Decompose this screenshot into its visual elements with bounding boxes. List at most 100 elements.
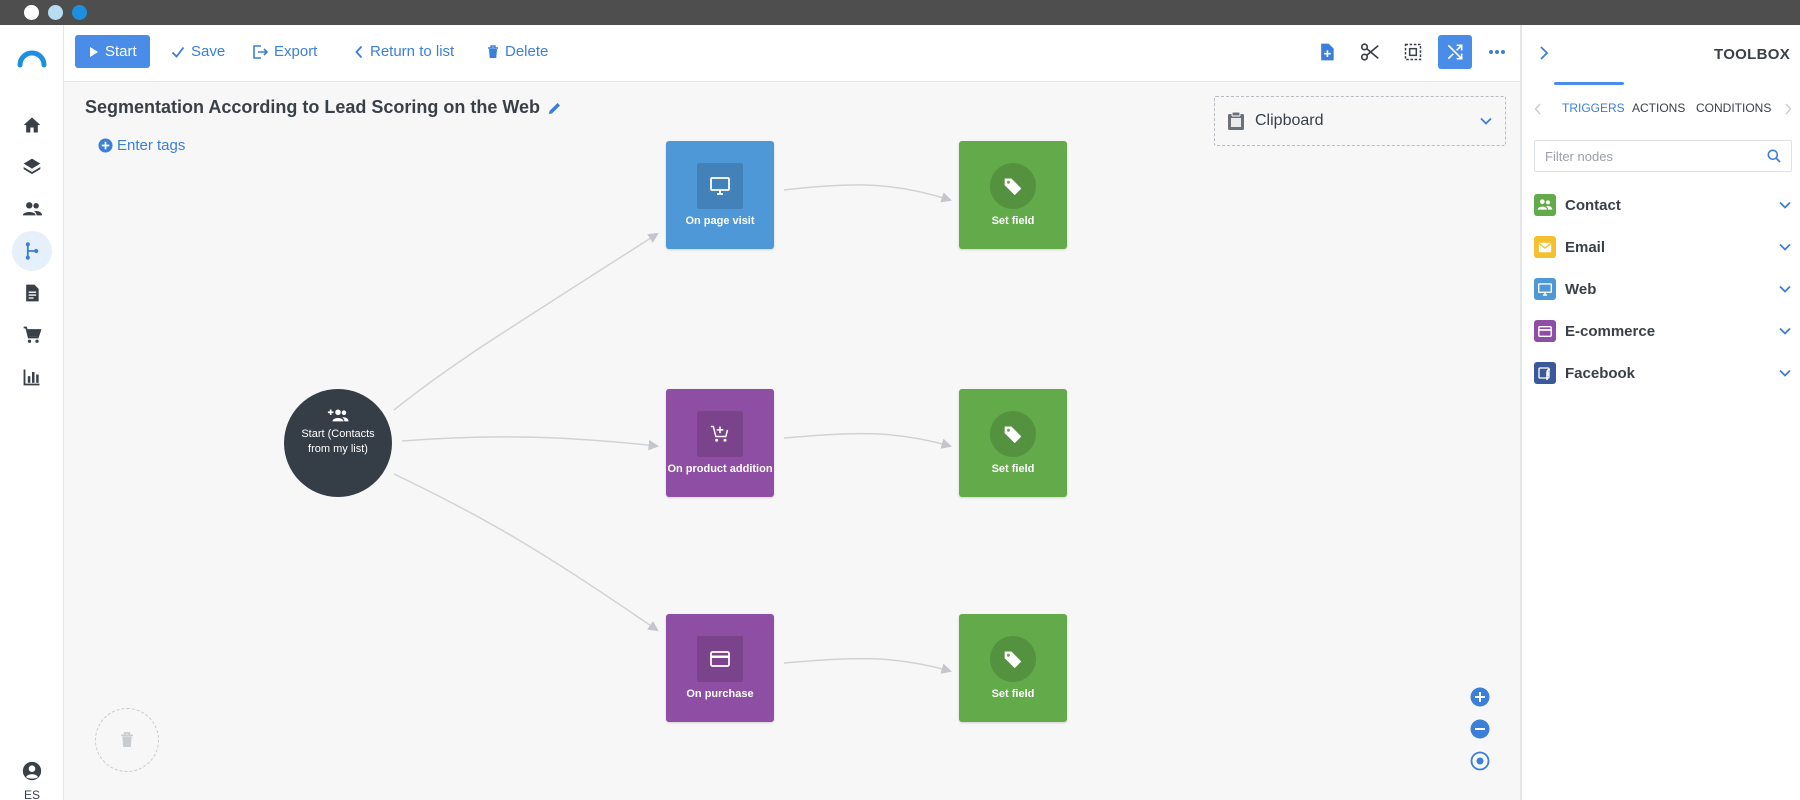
tabs-scroll-left[interactable] <box>1534 102 1542 120</box>
flow-title[interactable]: Segmentation According to Lead Scoring o… <box>85 97 562 118</box>
tab-triggers[interactable]: TRIGGERS <box>1562 101 1625 115</box>
cart-icon <box>23 326 42 343</box>
editor-toolbar: Start Save Export Return to list Delete <box>64 25 1520 82</box>
zoom-out-button[interactable] <box>1469 718 1491 740</box>
tab-conditions[interactable]: CONDITIONS <box>1696 101 1772 115</box>
tabs-scroll-right[interactable] <box>1784 102 1792 120</box>
trigger-node-purchase[interactable]: On purchase <box>666 614 774 722</box>
sidebar-item-campaigns[interactable] <box>12 147 52 187</box>
enter-tags-link[interactable]: Enter tags <box>98 137 185 154</box>
more-options-button[interactable] <box>1480 35 1514 69</box>
action-node-set-field-1[interactable]: Set field <box>959 141 1067 249</box>
window-close-dot[interactable] <box>24 5 39 20</box>
add-node-button[interactable] <box>1310 35 1344 69</box>
edge-purchase-to-set-field <box>783 657 953 674</box>
layers-icon <box>23 158 41 175</box>
edge-start-to-page-visit <box>393 232 659 411</box>
play-icon <box>90 46 98 57</box>
chevron-down-icon <box>1779 243 1791 251</box>
tag-icon <box>1004 651 1022 669</box>
clipboard-panel[interactable]: Clipboard <box>1214 96 1506 146</box>
credit-card-icon <box>1534 320 1556 342</box>
center-view-button[interactable] <box>1469 750 1491 772</box>
window-maximize-dot[interactable] <box>72 5 87 20</box>
add-group-icon <box>327 409 349 422</box>
check-icon <box>171 46 185 58</box>
trigger-node-page-visit[interactable]: On page visit <box>666 141 774 249</box>
add-node-icon <box>1321 43 1334 61</box>
center-icon <box>1470 751 1490 771</box>
start-node[interactable]: Start (Contacts from my list) <box>284 389 392 497</box>
return-to-list-button[interactable]: Return to list <box>354 35 454 68</box>
node-label: Set field <box>991 215 1035 227</box>
window-titlebar <box>0 0 1800 25</box>
node-label: On product addition <box>667 463 773 475</box>
category-facebook[interactable]: Facebook <box>1534 358 1792 388</box>
edge-start-to-purchase <box>393 473 659 632</box>
select-all-button[interactable] <box>1396 35 1430 69</box>
delete-button[interactable]: Delete <box>487 35 548 68</box>
trash-dropzone[interactable] <box>95 708 159 772</box>
toolbox-title: TOOLBOX <box>1714 46 1790 63</box>
sidebar-item-reports[interactable] <box>12 357 52 397</box>
account-circle-icon <box>22 761 42 781</box>
tab-actions[interactable]: ACTIONS <box>1632 101 1686 115</box>
auto-layout-button[interactable] <box>1438 35 1472 69</box>
node-label: On page visit <box>685 215 755 227</box>
tag-icon <box>1004 426 1022 444</box>
chevron-down-icon <box>1779 201 1791 209</box>
cut-button[interactable] <box>1353 35 1387 69</box>
monitor-icon <box>1534 278 1556 300</box>
cart-add-icon <box>710 425 729 442</box>
home-icon <box>23 117 41 133</box>
clipboard-icon <box>1228 111 1244 130</box>
tag-icon <box>1004 178 1022 196</box>
category-label: E-commerce <box>1565 322 1656 340</box>
zoom-in-button[interactable] <box>1469 686 1491 708</box>
bar-chart-icon <box>23 369 40 386</box>
sidebar-item-automation[interactable] <box>12 231 52 271</box>
category-email[interactable]: Email <box>1534 232 1792 262</box>
window-minimize-dot[interactable] <box>48 5 63 20</box>
action-node-set-field-2[interactable]: Set field <box>959 389 1067 497</box>
search-icon[interactable] <box>1767 149 1781 163</box>
save-button[interactable]: Save <box>171 35 225 68</box>
category-ecommerce[interactable]: E-commerce <box>1534 316 1792 346</box>
sidebar-item-contacts[interactable] <box>12 189 52 229</box>
export-button[interactable]: Export <box>252 35 317 68</box>
sidebar-item-ecommerce[interactable] <box>12 315 52 355</box>
envelope-icon <box>1534 236 1556 258</box>
start-button[interactable]: Start <box>75 35 150 68</box>
action-node-set-field-3[interactable]: Set field <box>959 614 1067 722</box>
chevron-down-icon <box>1480 117 1492 125</box>
category-label: Email <box>1565 238 1606 256</box>
zoom-out-icon <box>1470 719 1490 739</box>
chevron-left-icon <box>1534 103 1541 115</box>
add-circle-icon <box>98 138 113 153</box>
monitor-icon <box>710 177 730 195</box>
category-web[interactable]: Web <box>1534 274 1792 304</box>
facebook-icon <box>1534 362 1556 384</box>
chevron-right-icon <box>1785 103 1792 115</box>
user-menu[interactable]: ES <box>20 760 44 800</box>
toolbox-panel: TOOLBOX TRIGGERS ACTIONS CONDITIONS Cont… <box>1520 25 1800 800</box>
select-all-icon <box>1404 43 1422 61</box>
clipboard-label: Clipboard <box>1255 112 1324 129</box>
document-icon <box>26 284 39 302</box>
collapse-toolbox-button[interactable] <box>1538 45 1550 66</box>
toolbox-tabs: TRIGGERS ACTIONS CONDITIONS <box>1522 95 1800 123</box>
filter-nodes-input[interactable] <box>1545 148 1767 164</box>
sidebar-item-home[interactable] <box>12 105 52 145</box>
edit-pencil-icon[interactable] <box>548 101 562 115</box>
flow-canvas[interactable]: Segmentation According to Lead Scoring o… <box>64 82 1520 800</box>
sidebar-item-content[interactable] <box>12 273 52 313</box>
edge-product-addition-to-set-field <box>783 432 953 449</box>
active-tab-indicator <box>1554 82 1624 85</box>
brand-logo[interactable] <box>16 43 48 75</box>
filter-nodes-field[interactable] <box>1534 140 1792 172</box>
shuffle-icon <box>1447 44 1463 60</box>
category-contact[interactable]: Contact <box>1534 190 1792 220</box>
trigger-node-product-addition[interactable]: On product addition <box>666 389 774 497</box>
category-label: Contact <box>1565 196 1621 214</box>
language-label[interactable]: ES <box>23 788 40 800</box>
